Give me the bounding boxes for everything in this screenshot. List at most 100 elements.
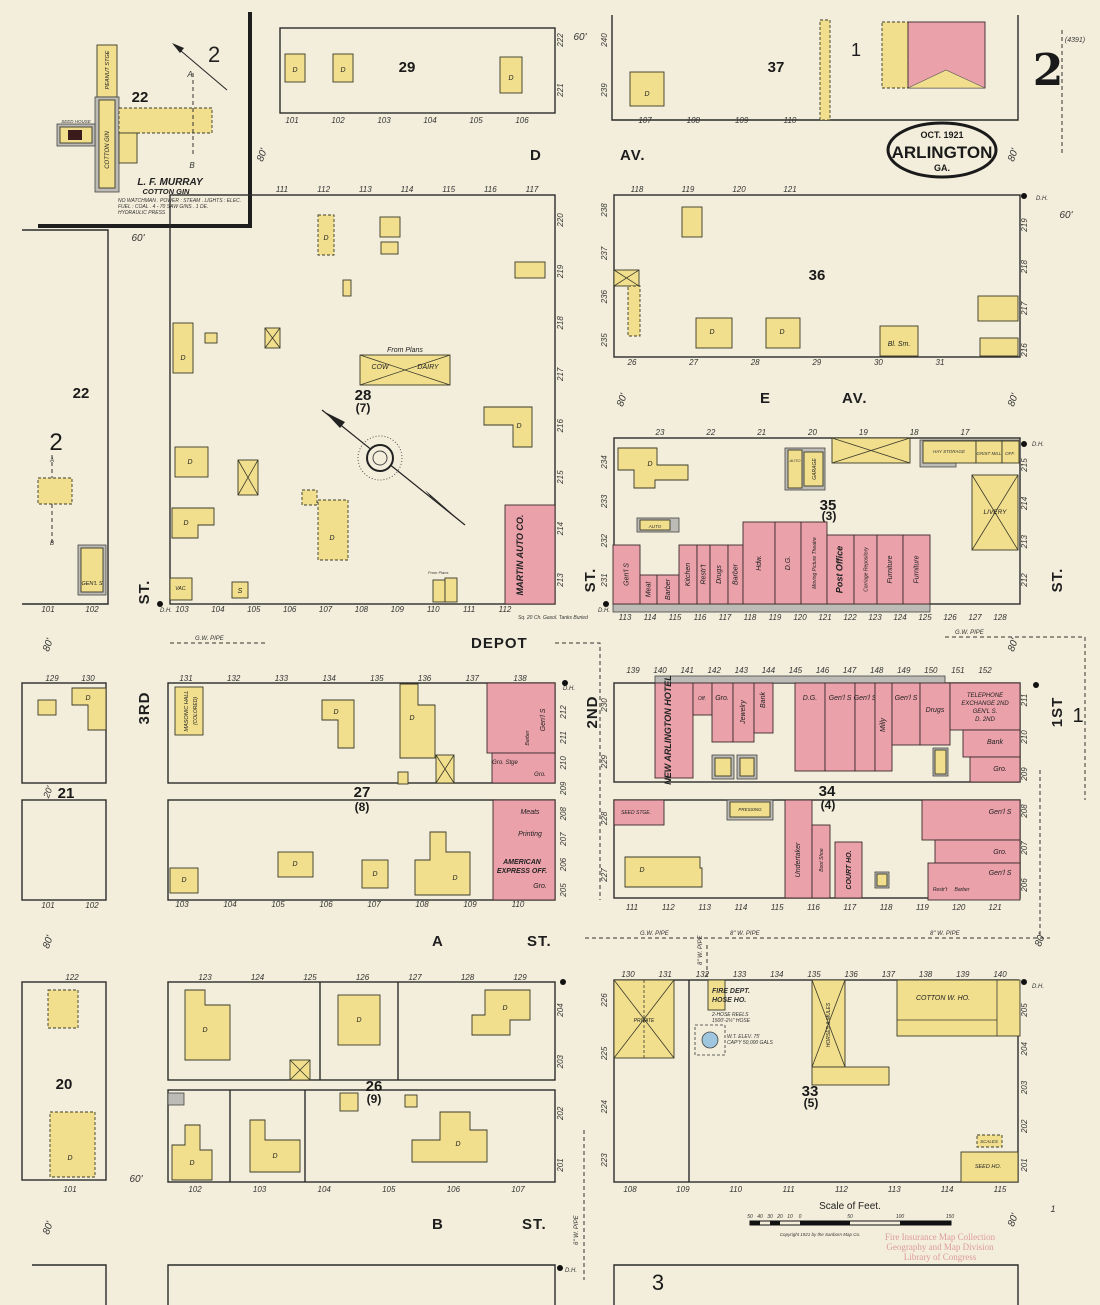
svg-text:AMERICAN: AMERICAN bbox=[502, 859, 542, 866]
svg-text:SEED STGE.: SEED STGE. bbox=[621, 810, 651, 816]
lot-number: 30 bbox=[874, 358, 883, 367]
gw-pipe-2nd bbox=[555, 642, 601, 900]
lot-number: 207 bbox=[559, 832, 568, 847]
telephone-exchange bbox=[949, 682, 1021, 731]
lot-number: 22 bbox=[705, 428, 715, 437]
cotton-gin-label: COTTON GIN bbox=[105, 131, 111, 169]
lot-number: 105 bbox=[271, 900, 285, 909]
svg-text:Barber: Barber bbox=[525, 730, 531, 745]
section-reference: 2 bbox=[208, 42, 220, 67]
lot-number: 18 bbox=[910, 428, 919, 437]
svg-text:Undertaker: Undertaker bbox=[795, 842, 802, 877]
svg-text:COTTON W. HO.: COTTON W. HO. bbox=[916, 995, 970, 1002]
svg-text:GEN'L S: GEN'L S bbox=[81, 581, 102, 587]
buildings-block-33: PRIVATE FIRE DEPT. HOSE HO. 2-HOSE REELS… bbox=[613, 979, 1021, 1183]
dwelling bbox=[629, 71, 665, 107]
block-number-21: 21 bbox=[58, 785, 75, 802]
peanut-storage-label: PEANUT STGE bbox=[105, 50, 111, 89]
block-number-28: 28 bbox=[355, 387, 372, 404]
lot-number: 216 bbox=[556, 418, 565, 433]
dwelling bbox=[617, 447, 689, 489]
block-number-36: 36 bbox=[809, 267, 826, 284]
lot-number: 128 bbox=[461, 973, 475, 982]
adjoining-sheet-3[interactable]: 3 bbox=[652, 1270, 664, 1295]
scale-tick-label: 50 bbox=[847, 1214, 853, 1220]
lot-number: 110 bbox=[512, 900, 525, 909]
lot-number: 121 bbox=[783, 185, 796, 194]
north-arrow-icon bbox=[172, 43, 184, 53]
svg-text:D: D bbox=[709, 329, 714, 336]
lot-number: 140 bbox=[993, 970, 1007, 979]
dwelling bbox=[174, 446, 209, 478]
street-a-st: A bbox=[432, 933, 444, 950]
lot-number: 125 bbox=[918, 613, 932, 622]
lot-number: 107 bbox=[638, 116, 652, 125]
lot-number: 116 bbox=[484, 185, 497, 194]
buildings-block-35: D GARAGE AUTO HAY STORAGE GRIST MILL OFF… bbox=[612, 437, 1021, 613]
inset-note-2: FUEL : COAL . 4 - 70 SAW GINS . 1 DE. bbox=[118, 204, 208, 210]
dwelling bbox=[624, 856, 703, 888]
block-number-26: 26 bbox=[366, 1078, 383, 1095]
lot-number: 136 bbox=[418, 674, 432, 683]
lot-number: 102 bbox=[188, 1185, 202, 1194]
svg-text:Boot Shoe: Boot Shoe bbox=[819, 848, 825, 872]
buildings-block-34: NEW ARLINGTON HOTEL Off. Gro. Jewelry Ba… bbox=[613, 675, 1021, 901]
width-80-d: 80' bbox=[1006, 391, 1021, 408]
block-south-east bbox=[613, 1264, 1019, 1305]
lot-number: 118 bbox=[631, 185, 644, 194]
lot-number: 147 bbox=[843, 666, 857, 675]
adjoining-sheet-1-top[interactable]: 1 bbox=[851, 40, 861, 60]
svg-text:D: D bbox=[356, 1017, 361, 1024]
lot-number: 31 bbox=[936, 358, 945, 367]
cotton-warehouse bbox=[896, 979, 1021, 1037]
gas-tanks-note: Sq. 20 Ch. Gasol. Tanks Buried bbox=[518, 615, 588, 621]
lot-number: 103 bbox=[377, 116, 391, 125]
svg-text:Gen'l S: Gen'l S bbox=[829, 695, 852, 702]
lot-number: 206 bbox=[559, 857, 568, 872]
lot-number: 105 bbox=[469, 116, 483, 125]
sheet-number[interactable]: 2 bbox=[1033, 45, 1064, 96]
lot-number: 151 bbox=[951, 666, 964, 675]
inset-owner: L. F. MURRAY bbox=[137, 177, 204, 188]
dwelling bbox=[184, 989, 231, 1061]
scale-title: Scale of Feet. bbox=[819, 1201, 881, 1212]
lot-number: 106 bbox=[447, 1185, 461, 1194]
svg-text:2-HOSE REELS: 2-HOSE REELS bbox=[711, 1012, 749, 1018]
lot-number: 108 bbox=[355, 605, 369, 614]
lot-number: 104 bbox=[318, 1185, 332, 1194]
lot-number: 113 bbox=[619, 613, 632, 622]
block-number-33: 33 bbox=[802, 1083, 819, 1100]
svg-text:Gro.: Gro. bbox=[533, 883, 547, 890]
svg-text:Gro.: Gro. bbox=[534, 772, 546, 778]
storefront bbox=[742, 521, 776, 605]
lot-number: 152 bbox=[978, 666, 992, 675]
storefront bbox=[612, 544, 641, 605]
svg-text:D: D bbox=[292, 67, 297, 74]
lot-number: 109 bbox=[463, 900, 477, 909]
lot-number: 113 bbox=[698, 903, 711, 912]
lot-number: 101 bbox=[41, 605, 54, 614]
lot-number: 114 bbox=[401, 185, 414, 194]
svg-text:Gen'l S: Gen'l S bbox=[989, 809, 1012, 816]
lot-number: 204 bbox=[1020, 1042, 1029, 1057]
lot-number: 129 bbox=[513, 973, 527, 982]
adjoining-sheet-1-right[interactable]: 1 bbox=[1072, 705, 1083, 727]
svg-text:OFF.: OFF. bbox=[1005, 451, 1015, 456]
lot-number: 207 bbox=[1020, 841, 1029, 856]
lot-number: 140 bbox=[653, 666, 667, 675]
svg-text:Gen'l S: Gen'l S bbox=[989, 870, 1012, 877]
svg-text:Gro.: Gro. bbox=[993, 849, 1007, 856]
garage bbox=[803, 451, 824, 487]
lot-number: 221 bbox=[556, 83, 565, 97]
lot-number: 107 bbox=[367, 900, 381, 909]
svg-text:D: D bbox=[644, 91, 649, 98]
lot-number: 208 bbox=[1020, 804, 1029, 819]
lot-number: 128 bbox=[993, 613, 1007, 622]
block-number-35: 35 bbox=[820, 497, 837, 514]
lot-number: 230 bbox=[600, 698, 609, 713]
lot-number: 232 bbox=[600, 533, 609, 548]
svg-text:AUTO: AUTO bbox=[648, 524, 662, 529]
adjoining-sheet-2-left[interactable]: 2 bbox=[49, 429, 62, 456]
svg-text:SCALES: SCALES bbox=[980, 1139, 998, 1144]
seed-house-label: SEED HOUSE bbox=[61, 119, 92, 124]
